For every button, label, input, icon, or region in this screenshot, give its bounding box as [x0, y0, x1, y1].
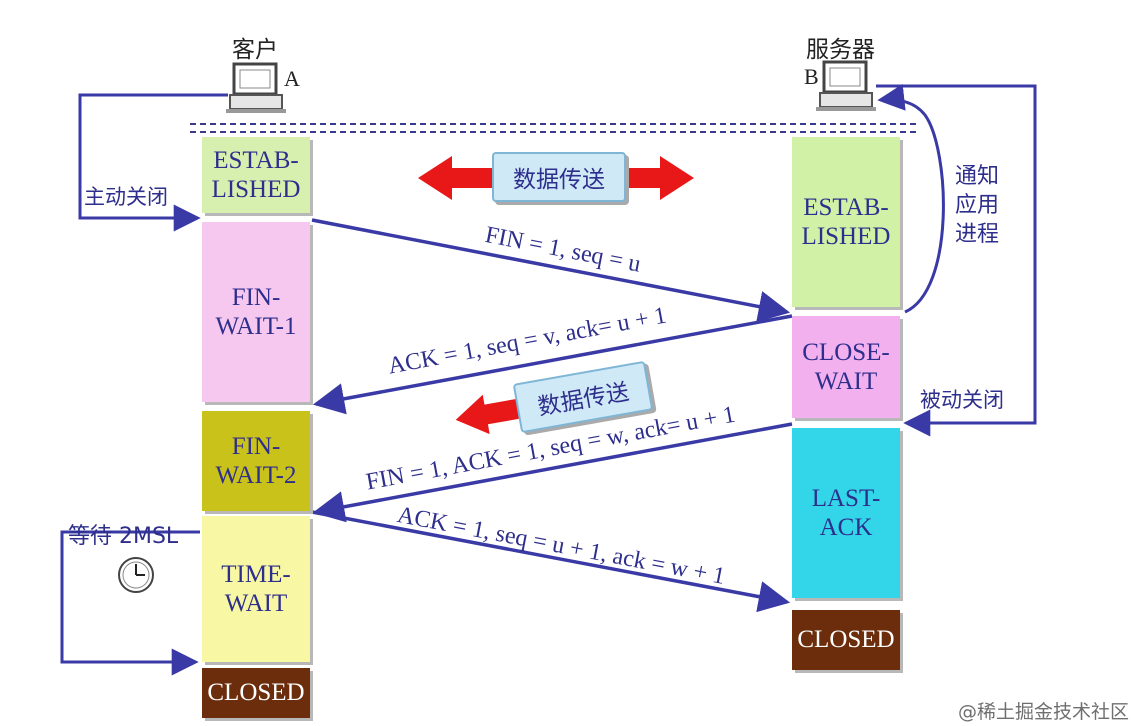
clock-icon [118, 557, 154, 593]
passive-close-bracket [876, 84, 1037, 437]
message-arrow-ack-1 [312, 314, 793, 415]
active-close-bracket [78, 93, 228, 232]
state-close-wait: CLOSE- WAIT [792, 316, 900, 418]
state-time-wait: TIME- WAIT [202, 516, 310, 662]
message-arrow-fin-2 [312, 422, 793, 523]
state-closed-server: CLOSED [792, 610, 900, 670]
state-last-ack: LAST- ACK [792, 428, 900, 598]
notify-app-label: 通知 应用 进程 [955, 164, 1000, 248]
state-last-ack-label: LAST- ACK [811, 484, 881, 542]
message-arrow-fin-1 [311, 218, 791, 323]
state-fin-wait-2: FIN- WAIT-2 [202, 411, 310, 511]
client-computer-icon [226, 62, 286, 113]
state-time-wait-label: TIME- WAIT [221, 560, 291, 618]
active-close-label: 主动关闭 [84, 185, 168, 209]
data-transfer-label-top: 数据传送 [492, 152, 626, 202]
state-closed-server-label: CLOSED [797, 626, 895, 654]
server-title: 服务器 [806, 37, 875, 63]
state-close-wait-label: CLOSE- WAIT [802, 338, 890, 396]
client-title: 客户 [232, 37, 278, 63]
state-fin-wait-2-label: FIN- WAIT-2 [215, 432, 297, 490]
state-closed-client-label: CLOSED [207, 679, 305, 707]
notify-curve [877, 83, 945, 314]
state-closed-client: CLOSED [202, 668, 310, 718]
state-estab-client-label: ESTAB- LISHED [211, 146, 301, 204]
server-computer-icon [816, 60, 876, 111]
wait-2msl-bracket [60, 530, 200, 676]
message-arrow-ack-2 [311, 510, 791, 613]
client-id: A [284, 66, 300, 91]
watermark: @稀土掘金技术社区 [957, 701, 1129, 723]
state-estab-server: ESTAB- LISHED [792, 137, 900, 307]
server-id: B [804, 64, 819, 89]
state-fin-wait-1: FIN- WAIT-1 [202, 222, 310, 402]
state-fin-wait-1-label: FIN- WAIT-1 [215, 283, 297, 341]
state-estab-server-label: ESTAB- LISHED [801, 193, 891, 251]
wait-2msl-label: 等待 2MSL [68, 524, 179, 549]
passive-close-label: 被动关闭 [920, 388, 1004, 412]
state-estab-client: ESTAB- LISHED [202, 137, 310, 213]
